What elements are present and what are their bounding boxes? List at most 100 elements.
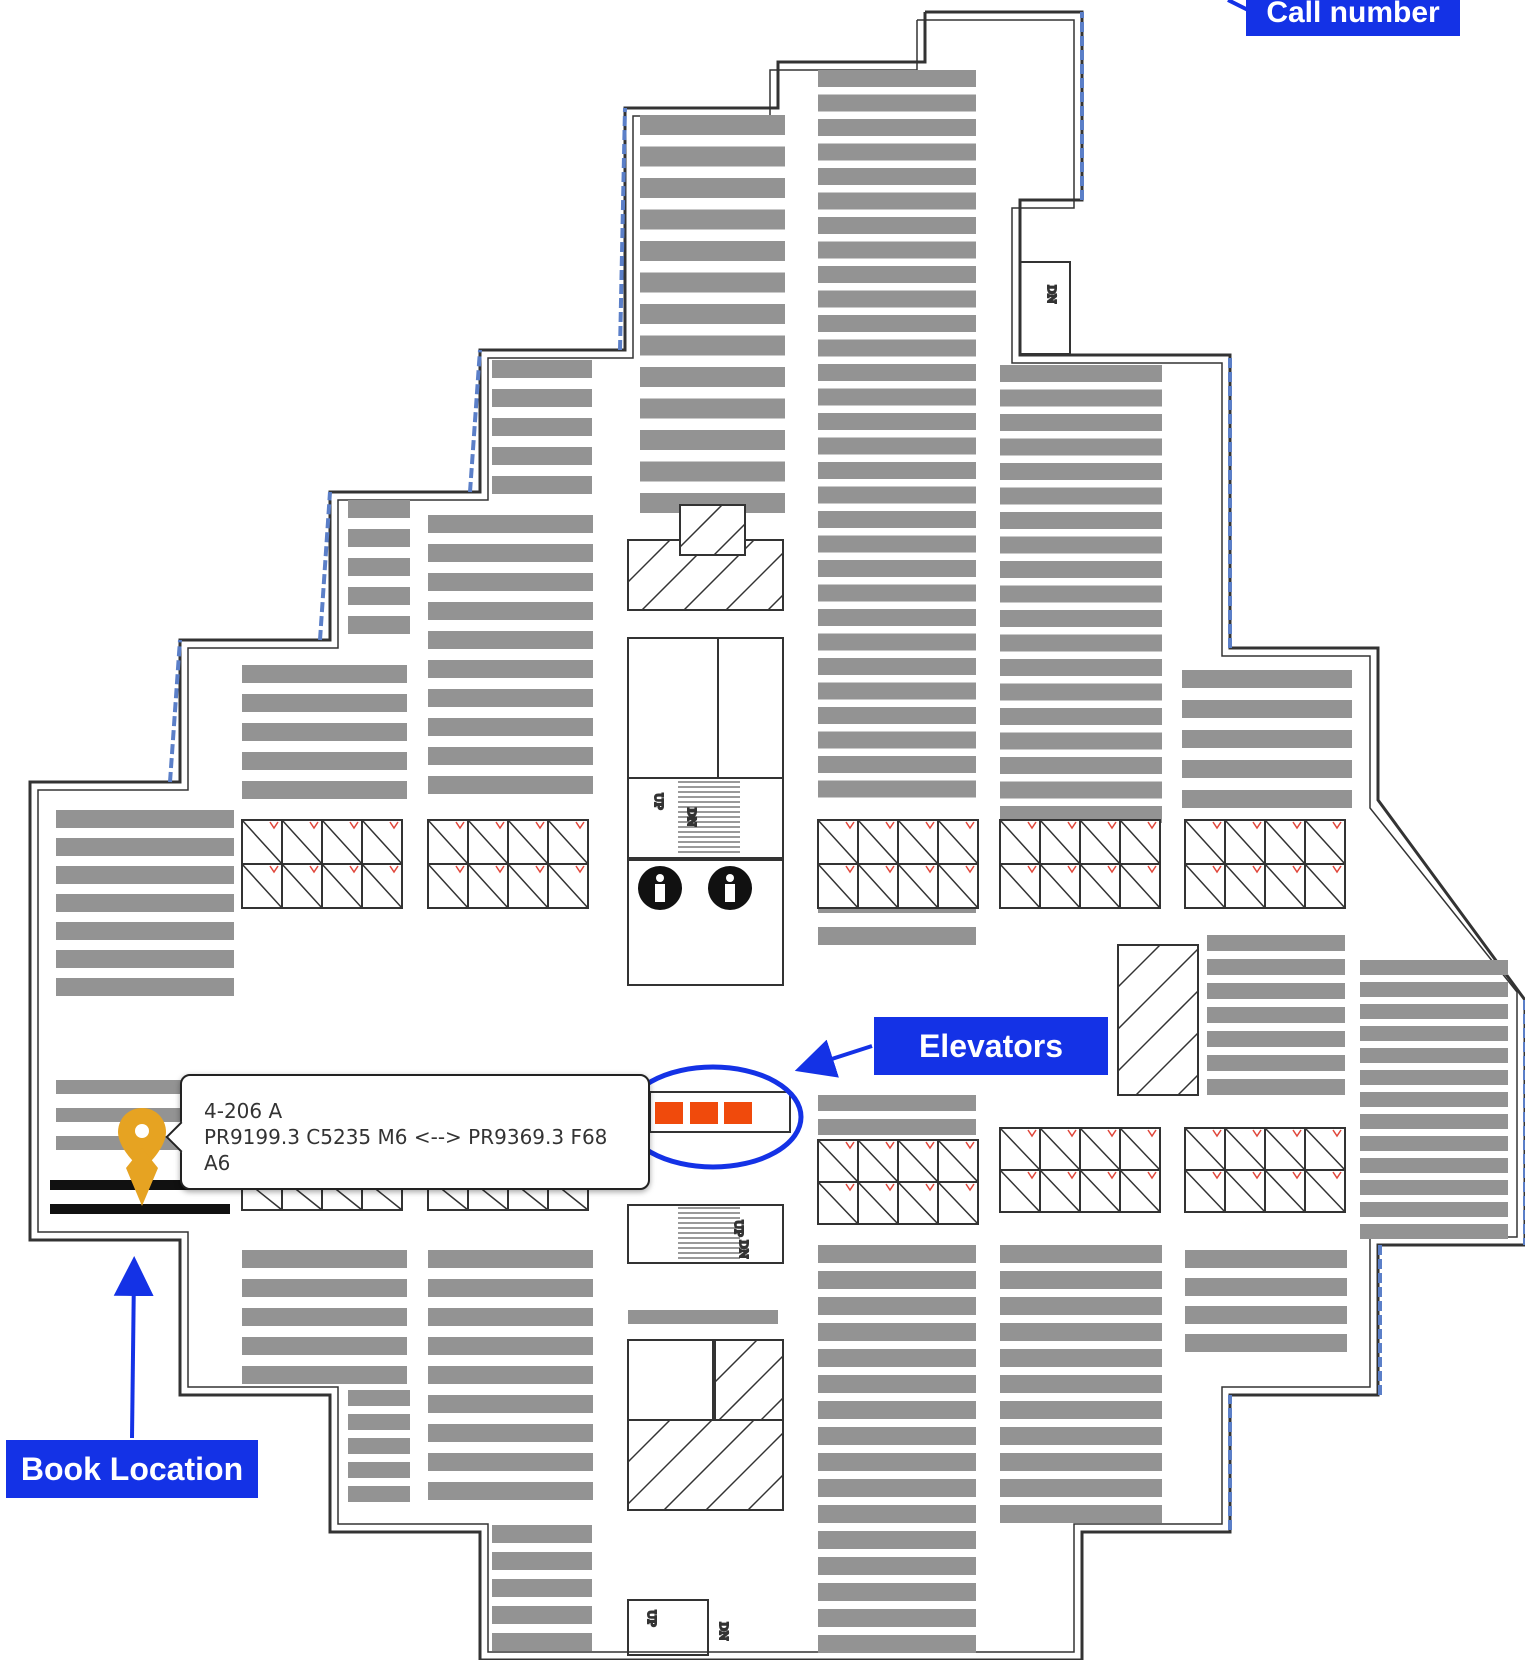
mechanical-shaft-outline [1117, 944, 1199, 1096]
shelf [1000, 463, 1162, 480]
shelf [818, 535, 976, 553]
carrel-hatch [241, 819, 283, 865]
shelf [1207, 935, 1345, 951]
carrel-hatch [817, 863, 859, 909]
door-swing [1107, 865, 1117, 874]
carrel-hatch [857, 1139, 899, 1183]
hatch-line [1117, 944, 1161, 988]
carrel-hatch [427, 819, 469, 865]
door-swing [535, 821, 545, 830]
door-swing [1292, 821, 1302, 830]
shelf [1185, 1250, 1347, 1268]
shelf [818, 1635, 976, 1653]
carrel-hatch [1184, 1169, 1226, 1213]
door-swing [575, 821, 585, 830]
shelf [492, 1579, 592, 1597]
shelf [1182, 760, 1352, 778]
door-swing [1212, 1129, 1222, 1138]
shelf [242, 723, 407, 741]
shelf [818, 927, 976, 945]
carrel-hatch [999, 1169, 1041, 1213]
stair-label: UP [645, 1610, 658, 1627]
carrel-hatch [507, 819, 549, 865]
shelf [492, 1606, 592, 1624]
shelf [492, 447, 592, 465]
shelf [818, 315, 976, 332]
door-swing [845, 865, 855, 874]
shelf [818, 633, 976, 651]
shelf [640, 272, 785, 293]
shelf [348, 1438, 410, 1454]
door-swing [925, 1141, 935, 1150]
stair-label: DN [685, 808, 698, 827]
shelf [818, 413, 976, 430]
carrel-hatch [857, 1181, 899, 1225]
door-swing [1027, 1171, 1037, 1180]
shelf [1360, 1114, 1508, 1129]
carrel-hatch [281, 819, 323, 865]
shelf [492, 389, 592, 407]
shelf [1000, 438, 1162, 456]
shelf [428, 1366, 593, 1384]
carrel-hatch [857, 819, 899, 865]
door-swing [1067, 1129, 1077, 1138]
shelf [818, 241, 976, 259]
popup-call-range: PR9199.3 C5235 M6 <--> PR9369.3 F68 [204, 1125, 608, 1149]
shelf [242, 665, 407, 683]
shelf [428, 1279, 593, 1297]
door-swing [885, 865, 895, 874]
shelf [818, 1453, 976, 1471]
carrel-hatch [241, 863, 283, 909]
shelf [1360, 1158, 1508, 1173]
carrel-hatch [1304, 1169, 1346, 1213]
shelf [818, 1427, 976, 1445]
shaft-upper [679, 504, 746, 556]
shelf [818, 388, 976, 406]
shelf [428, 544, 593, 562]
carrel-block [1184, 1127, 1346, 1213]
carrel-hatch [281, 863, 323, 909]
door-swing [965, 1183, 975, 1192]
door-swing [1027, 865, 1037, 874]
annotation-arrows [113, 0, 1249, 1439]
carrel-hatch [321, 819, 363, 865]
shelf [640, 304, 785, 324]
carrel-hatch [999, 863, 1041, 909]
shelf [1000, 389, 1162, 407]
carrel-hatch [817, 819, 859, 865]
shelf [1360, 1004, 1508, 1019]
door-swing [1147, 1129, 1157, 1138]
hatch-line [747, 1474, 784, 1511]
restroom-icon-body [725, 884, 735, 902]
shelf [492, 476, 592, 494]
shelf [492, 1525, 592, 1543]
carrel-hatch [1264, 863, 1306, 909]
shelf [348, 1486, 410, 1502]
door-swing [389, 865, 399, 874]
shelf [1360, 1092, 1508, 1107]
hatch-line [1177, 1074, 1199, 1096]
shelf [348, 1390, 410, 1406]
carrel-hatch [1039, 819, 1081, 865]
carrel-hatch [1119, 819, 1161, 865]
door-swing [1067, 821, 1077, 830]
highlighted-shelf [50, 1108, 230, 1214]
shelf [818, 1583, 976, 1601]
shaft-south-upper [714, 1339, 784, 1421]
shelf [818, 609, 976, 626]
shelf [242, 1308, 407, 1326]
shelf [1000, 365, 1162, 382]
shelf [428, 776, 593, 794]
carrel-hatch [937, 863, 979, 909]
shaft-south-upper-outline [714, 1339, 784, 1421]
shelf [348, 529, 410, 547]
shelf [428, 1395, 593, 1413]
shelf [1182, 700, 1352, 718]
carrel-block [999, 819, 1161, 909]
door-swing [349, 821, 359, 830]
shelf [818, 682, 976, 700]
location-pin-body [118, 1108, 166, 1170]
door-swing [1332, 821, 1342, 830]
shelf [1360, 1180, 1508, 1195]
shelf [242, 694, 407, 712]
